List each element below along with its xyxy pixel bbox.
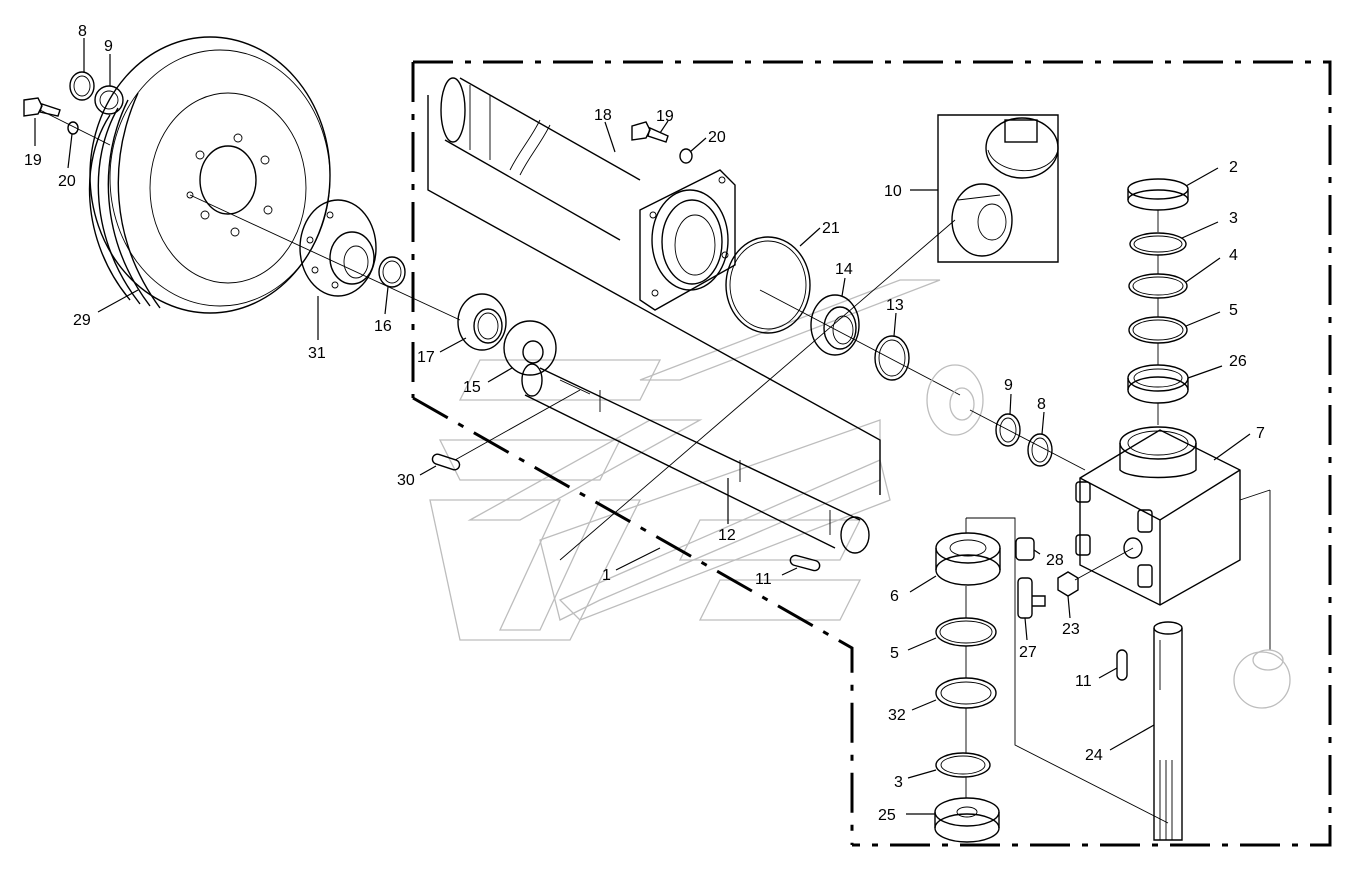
callout-5-top: 5: [1229, 302, 1238, 319]
callout-13: 13: [886, 297, 904, 314]
bearing-6: [935, 532, 1001, 586]
callout-25: 25: [878, 807, 896, 824]
circlip-8-right: [1027, 433, 1053, 467]
shaft-12: [521, 363, 870, 554]
callout-9-left: 9: [104, 38, 113, 55]
callout-17: 17: [417, 349, 435, 366]
ring-2: [1127, 178, 1189, 211]
gearbox-housing-7: [1075, 426, 1241, 606]
callout-11-right: 11: [1075, 673, 1092, 690]
callout-1: 1: [602, 567, 611, 584]
callout-23: 23: [1062, 621, 1080, 638]
callout-9-right: 9: [1004, 377, 1013, 394]
callout-3-bottom: 3: [894, 774, 903, 791]
hub-31: [299, 199, 377, 297]
callout-19-right: 19: [656, 108, 674, 125]
callout-30: 30: [397, 472, 415, 489]
assembly-boundary: [411, 60, 1332, 847]
plug-23: [1057, 571, 1079, 597]
callout-29: 29: [73, 312, 91, 329]
callout-4: 4: [1229, 247, 1238, 264]
callout-12: 12: [718, 527, 736, 544]
ring-13: [874, 335, 910, 381]
key-30: [431, 453, 461, 471]
key-11-right: [1116, 649, 1128, 681]
bolt-19-left: [23, 97, 61, 117]
callout-18: 18: [594, 107, 612, 124]
callout-31: 31: [308, 345, 326, 362]
callout-16: 16: [374, 318, 392, 335]
callout-28: 28: [1046, 552, 1064, 569]
flange-18: [639, 169, 736, 311]
pulley-29: [88, 36, 331, 314]
fitting-27: [1017, 577, 1046, 619]
washer-20-left: [67, 121, 79, 135]
gear-set-10: [937, 114, 1059, 263]
callout-24: 24: [1085, 747, 1103, 764]
ring-5-bottom: [935, 617, 997, 647]
bearing-14: [810, 294, 860, 356]
callout-15: 15: [463, 379, 481, 396]
bearing-17: [457, 293, 507, 351]
circlip-3-top: [1129, 232, 1187, 256]
oring-21: [725, 236, 811, 334]
callout-6: 6: [890, 588, 899, 605]
callout-labels: 8 9 19 20 29 31 16 17 15 30 18 19 20 21 …: [24, 23, 1265, 824]
callout-32: 32: [888, 707, 906, 724]
key-11-left: [789, 554, 821, 572]
callout-21: 21: [822, 220, 840, 237]
ring-4: [1128, 273, 1188, 299]
callout-10: 10: [884, 183, 902, 200]
washer-9-left: [94, 85, 124, 115]
circlip-8-left: [69, 71, 95, 101]
collar-25: [934, 797, 1000, 843]
leader-lines: [34, 38, 1251, 815]
bolt-19-right: [631, 121, 669, 143]
callout-2: 2: [1229, 159, 1238, 176]
callout-7: 7: [1256, 425, 1265, 442]
bearing-26: [1127, 364, 1189, 404]
callout-5-bottom: 5: [890, 645, 899, 662]
washer-32: [935, 677, 997, 709]
washer-9-right: [995, 413, 1021, 447]
washer-20-right: [679, 148, 693, 164]
housing-tube-18: [427, 77, 881, 495]
seal-16: [378, 256, 406, 288]
circlip-3-bottom: [935, 752, 991, 778]
callout-20-right: 20: [708, 129, 726, 146]
callout-8-right: 8: [1037, 396, 1046, 413]
spacer-15: [503, 320, 557, 376]
shaft-24: [1153, 621, 1183, 841]
callout-19-left: 19: [24, 152, 42, 169]
callout-8-left: 8: [78, 23, 87, 40]
ring-5-top: [1128, 316, 1188, 344]
callout-14: 14: [835, 261, 853, 278]
ghost-gear-lower: [1233, 649, 1291, 709]
ghost-gear: [926, 364, 984, 436]
callout-3-top: 3: [1229, 210, 1238, 227]
watermark: [429, 279, 941, 641]
plug-28: [1015, 537, 1035, 561]
callout-26: 26: [1229, 353, 1247, 370]
callout-27: 27: [1019, 644, 1037, 661]
callout-11-left: 11: [755, 571, 772, 588]
callout-20-left: 20: [58, 173, 76, 190]
